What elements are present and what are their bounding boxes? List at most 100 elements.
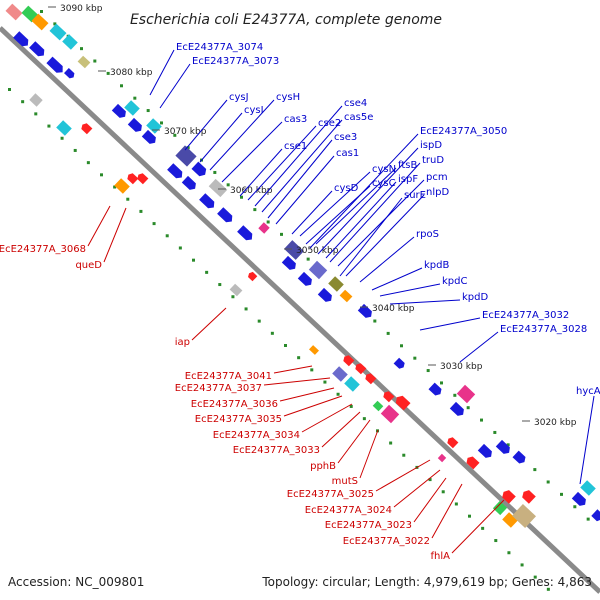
gc-dot: [213, 170, 217, 174]
tick-label: 3060 kbp: [230, 186, 273, 196]
gene-label-reverse: queD: [75, 260, 102, 271]
gene-block: [31, 13, 49, 31]
gene-block: [208, 178, 228, 198]
leader-line: [221, 121, 283, 183]
leader-line: [209, 99, 275, 171]
gene-label-forward: cse4: [344, 98, 367, 109]
gc-dot: [506, 443, 510, 447]
gc-dot: [441, 490, 445, 494]
leader-line: [301, 403, 353, 433]
gene-label-forward: hycA: [576, 386, 600, 397]
gene-arrow: [393, 357, 405, 369]
gene-arrow: [237, 225, 253, 241]
gc-dot: [466, 406, 470, 410]
gene-block: [62, 34, 78, 50]
gc-dot: [494, 539, 498, 543]
gene-arrow: [383, 391, 395, 403]
gene-label-forward: surE: [404, 190, 426, 201]
gene-block: [502, 512, 518, 528]
leader-line: [359, 429, 379, 479]
label-leader-lines: [87, 49, 595, 554]
gc-dot: [113, 185, 117, 189]
leader-line: [191, 307, 227, 341]
gc-dot: [218, 283, 222, 287]
gene-arrow: [248, 271, 258, 282]
leader-line: [451, 499, 505, 554]
gc-dot: [146, 109, 150, 113]
leader-line: [375, 459, 431, 492]
gene-label-forward: cysD: [334, 183, 359, 194]
gc-dot: [80, 47, 83, 51]
leader-line: [317, 147, 419, 255]
gene-label-reverse: EcE24377A_3025: [287, 489, 374, 500]
gene-arrow: [281, 255, 296, 270]
gene-label-forward: cse2: [318, 118, 341, 129]
gene-block: [309, 345, 319, 355]
gene-block: [284, 240, 304, 260]
genome-backbone: [0, 26, 600, 594]
gene-arrow: [137, 173, 149, 185]
gc-dot: [173, 133, 177, 137]
gc-dot: [454, 502, 458, 506]
gene-label-forward: ispD: [420, 140, 442, 151]
gene-label-forward: truD: [422, 155, 444, 166]
gc-dot: [306, 257, 310, 261]
gc-dot: [362, 417, 366, 421]
gene-block: [580, 480, 596, 496]
leader-line: [184, 99, 228, 151]
leader-line: [339, 197, 403, 277]
gc-dot: [481, 526, 485, 530]
gc-dot: [133, 96, 137, 100]
gene-arrow: [167, 163, 183, 179]
gc-dot: [100, 173, 103, 177]
gene-arrow: [127, 173, 139, 185]
leader-line: [371, 267, 423, 291]
gene-label-reverse: EcE24377A_3068: [0, 244, 86, 255]
leader-line: [379, 283, 441, 297]
gene-arrow: [81, 123, 93, 135]
gc-dot: [21, 100, 25, 104]
leader-line: [159, 63, 191, 109]
leader-line: [325, 181, 397, 259]
gc-dot: [310, 368, 314, 372]
gene-label-forward: EcE24377A_3032: [482, 310, 569, 321]
leader-line: [359, 236, 415, 283]
leader-line: [279, 387, 335, 402]
gene-label-reverse: EcE24377A_3035: [195, 414, 282, 425]
gene-block: [5, 3, 23, 21]
gene-block: [114, 178, 130, 194]
leader-line: [329, 162, 421, 263]
gc-dot: [323, 380, 327, 384]
gc-dot: [586, 517, 590, 521]
gene-arrow: [495, 439, 510, 454]
gene-arrow: [449, 401, 464, 416]
gene-label-reverse: EcE24377A_3041: [185, 371, 272, 382]
leader-line: [103, 207, 127, 263]
gene-arrow: [502, 490, 516, 504]
gc-dot: [284, 344, 287, 347]
gene-label-forward: pcm: [426, 172, 448, 183]
gc-dot: [402, 453, 406, 457]
gene-label-forward: EcE24377A_3073: [192, 56, 279, 67]
gene-block: [49, 23, 67, 41]
gc-dot: [520, 563, 524, 567]
tick-label: 3020 kbp: [534, 418, 577, 428]
gc-dot: [546, 587, 550, 591]
gene-label-reverse: pphB: [310, 461, 336, 472]
gene-block: [332, 366, 348, 382]
gc-dot: [507, 551, 511, 555]
gc-dot: [226, 183, 230, 187]
leader-line: [305, 185, 371, 245]
gene-arrow: [395, 395, 411, 411]
gene-block: [56, 120, 72, 136]
leader-line: [263, 377, 331, 386]
gc-dot: [533, 468, 537, 472]
gene-block: [328, 276, 344, 292]
gc-dot: [34, 112, 38, 116]
gene-label-forward: EcE24377A_3074: [176, 42, 263, 53]
gene-label-forward: kpdB: [424, 260, 449, 271]
gc-dot: [480, 418, 483, 422]
gene-label-reverse: EcE24377A_3022: [343, 536, 430, 547]
leader-line: [431, 483, 463, 539]
